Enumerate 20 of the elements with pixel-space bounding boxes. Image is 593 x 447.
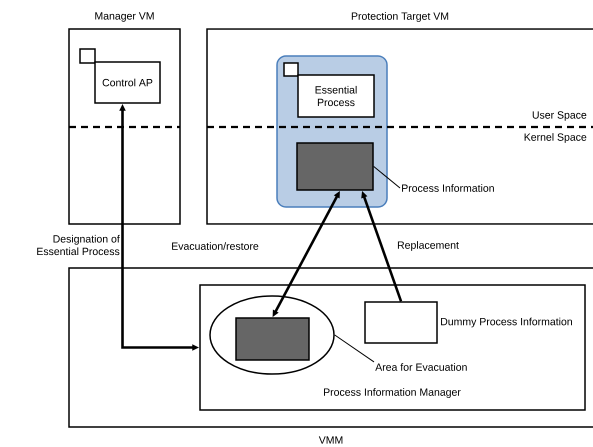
edge-label: Replacement <box>398 241 459 251</box>
space-label: User Space <box>530 110 588 122</box>
edge-label: Designation of Essential Process <box>37 234 120 256</box>
leader-line <box>334 334 374 362</box>
node-label: Dummy Process Information <box>441 318 572 328</box>
callout-text: Area for Evacuation <box>375 363 467 371</box>
process-box: Essential Process <box>297 74 375 118</box>
data-block <box>296 142 374 191</box>
leader-line <box>373 166 400 188</box>
node-label: VMM <box>318 436 342 444</box>
edge-label: Evacuation/restore <box>172 242 258 250</box>
callout-text: Process Information <box>402 184 494 192</box>
node-label: Protection Target VM <box>352 12 448 22</box>
space-label: Kernel Space <box>522 132 588 144</box>
node-label: Manager VM <box>95 12 154 22</box>
data-block <box>235 317 310 361</box>
small-square <box>79 48 96 64</box>
small-square <box>283 62 299 77</box>
process-box: Control AP <box>94 61 161 104</box>
process-box: Dummy Process Information <box>364 301 572 344</box>
